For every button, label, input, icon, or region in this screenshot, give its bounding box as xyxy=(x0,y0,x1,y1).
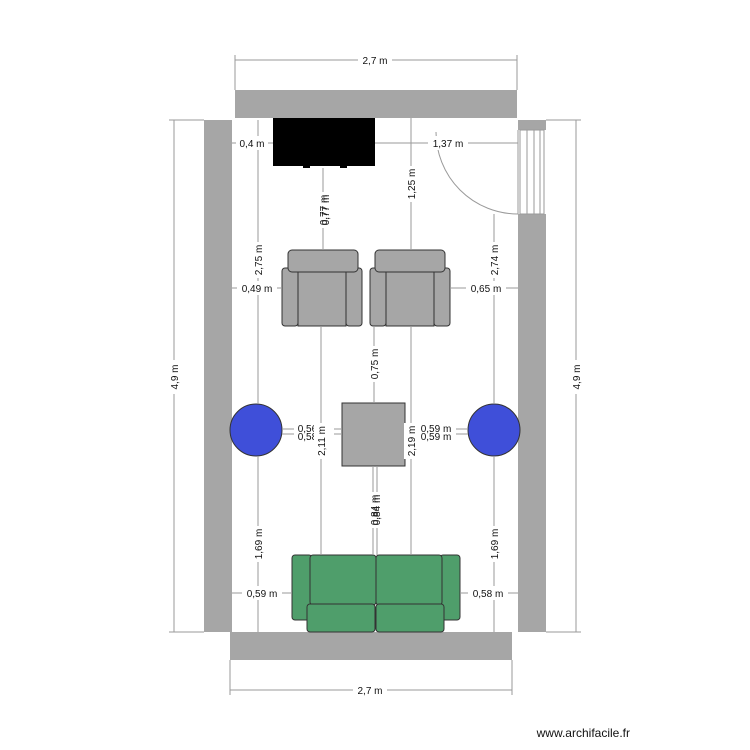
sofa xyxy=(291,554,461,633)
dim-table-to-sofa-1: 0,84 m xyxy=(370,495,381,526)
dim-table-right-vertical: 2,19 m xyxy=(407,426,418,457)
dim-tv-to-armchair: 0,77 m xyxy=(319,195,330,226)
door xyxy=(435,129,545,215)
dim-right-pouf-bottom: 1,69 m xyxy=(490,529,501,560)
dim-left-height: 4,9 m xyxy=(170,364,181,389)
dim-sofa-left-gap: 0,59 m xyxy=(247,589,278,600)
dim-tv-to-armchair-2: 0,77 m xyxy=(321,195,332,226)
dim-armchair-to-table: 0,75 m xyxy=(370,349,381,380)
dim-right-pouf-table-2: 0,59 m xyxy=(421,432,452,443)
tv-foot-right xyxy=(340,165,347,168)
dim-top-width: 2,7 m xyxy=(362,56,387,67)
dim-table-to-sofa-2: 0,84 m xyxy=(372,495,383,526)
dim-left-pouf-table-1: 0,56 m xyxy=(298,424,329,435)
pouf-right xyxy=(467,403,521,457)
dim-tv-left-gap: 0,4 m xyxy=(239,139,264,150)
dim-sofa-right-gap: 0,58 m xyxy=(473,589,504,600)
dim-right-pouf-top: 2,74 m xyxy=(490,245,501,276)
dim-table-left-vertical: 2,11 m xyxy=(317,426,328,456)
wall-left xyxy=(204,120,232,632)
dim-left-armchair-gap: 0,49 m xyxy=(242,284,273,295)
wall-bottom xyxy=(230,632,512,660)
wall-top xyxy=(235,90,517,118)
dim-left-pouf-table-2: 0,58 m xyxy=(298,432,329,443)
tv-foot-left xyxy=(303,165,310,168)
coffee-table xyxy=(341,402,406,467)
armchair-left xyxy=(281,249,363,327)
dim-right-armchair-gap: 0,65 m xyxy=(471,284,502,295)
dim-tv-right-gap: 1,37 m xyxy=(433,139,464,150)
wall-right xyxy=(518,214,546,632)
armchair-right xyxy=(369,249,451,327)
pouf-left xyxy=(229,403,283,457)
tv-unit xyxy=(273,118,375,166)
dim-left-pouf-top: 2,75 m xyxy=(254,245,265,276)
dim-bottom-width: 2,7 m xyxy=(357,686,382,697)
dim-right-pouf-table-1: 0,59 m xyxy=(421,424,452,435)
credit-text[interactable]: www.archifacile.fr xyxy=(536,726,630,740)
dim-right-armchair-top: 1,25 m xyxy=(407,169,418,200)
dim-left-pouf-bottom: 1,69 m xyxy=(254,529,265,560)
dim-right-height: 4,9 m xyxy=(572,364,583,389)
wall-right-stub xyxy=(518,120,546,130)
